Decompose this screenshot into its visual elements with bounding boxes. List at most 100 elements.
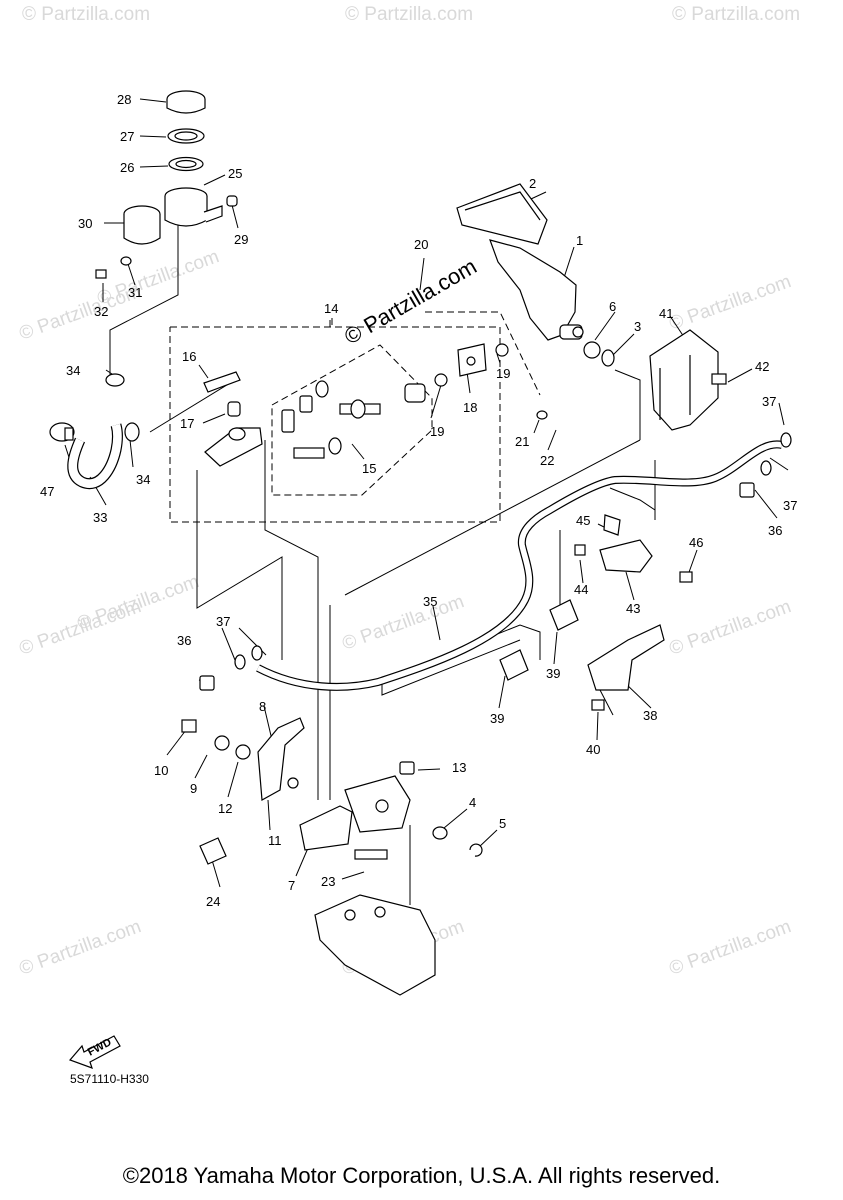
callout-41: 41 [659, 306, 673, 321]
callout-40: 40 [586, 742, 600, 757]
bolt-42 [711, 373, 727, 385]
callout-21: 21 [515, 434, 529, 449]
callout-36-b: 36 [768, 523, 782, 538]
watermark: © Partzilla.com [667, 596, 794, 660]
subassembly-boxes [169, 311, 541, 523]
callout-7: 7 [288, 878, 295, 893]
washer-31 [120, 256, 132, 266]
plate-26 [168, 156, 204, 172]
watermark: © Partzilla.com [340, 591, 467, 655]
callout-42: 42 [755, 359, 769, 374]
hose-joint-16 [203, 371, 241, 393]
callout-labels: 1 2 3 4 5 6 7 8 9 10 11 12 13 14 15 16 1… [40, 92, 797, 909]
callout-47: 47 [40, 484, 54, 499]
collar-11 [287, 777, 299, 789]
cap-17 [227, 401, 241, 417]
hose-holder-43 [599, 539, 653, 573]
gaskets-37 [234, 432, 792, 670]
washer-12 [235, 744, 251, 760]
callout-26: 26 [120, 160, 134, 175]
callout-13: 13 [452, 760, 466, 775]
callout-11: 11 [268, 833, 282, 848]
spring-3 [601, 349, 615, 367]
callout-22: 22 [540, 453, 554, 468]
diaphragm-27 [167, 128, 205, 144]
washer-19b [495, 343, 509, 357]
watermark: © Partzilla.com [667, 916, 794, 980]
watermark: © Partzilla.com [17, 916, 144, 980]
frame-mount [314, 894, 436, 996]
internals-box [271, 344, 433, 496]
watermark: © Partzilla.com [95, 246, 222, 310]
callout-33: 33 [93, 510, 107, 525]
washer-19 [434, 373, 448, 387]
callout-12: 12 [218, 801, 232, 816]
callout-32: 32 [94, 304, 108, 319]
reservoir-25 [164, 187, 223, 227]
brake-pedal-2 [456, 183, 548, 245]
callout-19-b: 19 [496, 366, 510, 381]
hose-clamp-24 [199, 837, 227, 865]
clip-45 [603, 514, 621, 536]
callout-46: 46 [689, 535, 703, 550]
bolt-46 [679, 571, 693, 583]
callout-37-b: 37 [762, 394, 776, 409]
pushrod-box [425, 311, 541, 396]
collar-9 [214, 735, 230, 751]
callout-23: 23 [321, 874, 335, 889]
watermark: © Partzilla.com [75, 571, 202, 635]
callout-19: 19 [430, 424, 444, 439]
callout-29: 29 [234, 232, 248, 247]
bracket-41 [649, 329, 719, 431]
guard-38 [587, 624, 665, 691]
circlip-5 [469, 843, 483, 857]
main-watermark: © Partzilla.com [340, 254, 481, 350]
piston-kit-15 [281, 380, 426, 459]
callout-36: 36 [177, 633, 191, 648]
callout-39-b: 39 [490, 711, 504, 726]
callout-4: 4 [469, 795, 476, 810]
washer-4 [432, 826, 448, 840]
callout-38: 38 [643, 708, 657, 723]
guide-lines [109, 225, 656, 905]
callout-8: 8 [259, 699, 266, 714]
bracket-8 [257, 717, 305, 801]
master-cylinder-box [169, 326, 501, 523]
callout-30: 30 [78, 216, 92, 231]
watermark: © Partzilla.com [345, 4, 473, 25]
pedal-arm-1 [489, 239, 584, 341]
callout-35: 35 [423, 594, 437, 609]
part-code: 5S71110-H330 [70, 1072, 149, 1086]
callout-25: 25 [228, 166, 242, 181]
callout-31: 31 [128, 285, 142, 300]
bolt-40 [591, 699, 605, 711]
union-bolt-36 [199, 482, 755, 691]
clevis-18 [457, 343, 487, 377]
callout-3: 3 [634, 319, 641, 334]
bolt-23 [354, 849, 388, 860]
callout-6: 6 [609, 299, 616, 314]
callout-37: 37 [216, 614, 230, 629]
bolt-29 [226, 195, 238, 207]
washer-21 [536, 410, 548, 420]
callout-27: 27 [120, 129, 134, 144]
brake-hoses [67, 423, 783, 691]
callout-18: 18 [463, 400, 477, 415]
hose-clamp-39 [499, 599, 579, 681]
callout-10: 10 [154, 763, 168, 778]
watermark: © Partzilla.com [672, 4, 800, 25]
nut-13 [399, 761, 415, 775]
components [49, 90, 792, 996]
callout-14: 14 [324, 301, 338, 316]
watermark: © Partzilla.com [22, 4, 150, 25]
pivot-plate [344, 775, 411, 833]
callout-34-b: 34 [136, 472, 150, 487]
callout-34: 34 [66, 363, 80, 378]
callout-43: 43 [626, 601, 640, 616]
callout-5: 5 [499, 816, 506, 831]
reservoir-cover-30 [123, 205, 161, 245]
bolt-32 [95, 269, 107, 279]
callout-17: 17 [180, 416, 194, 431]
